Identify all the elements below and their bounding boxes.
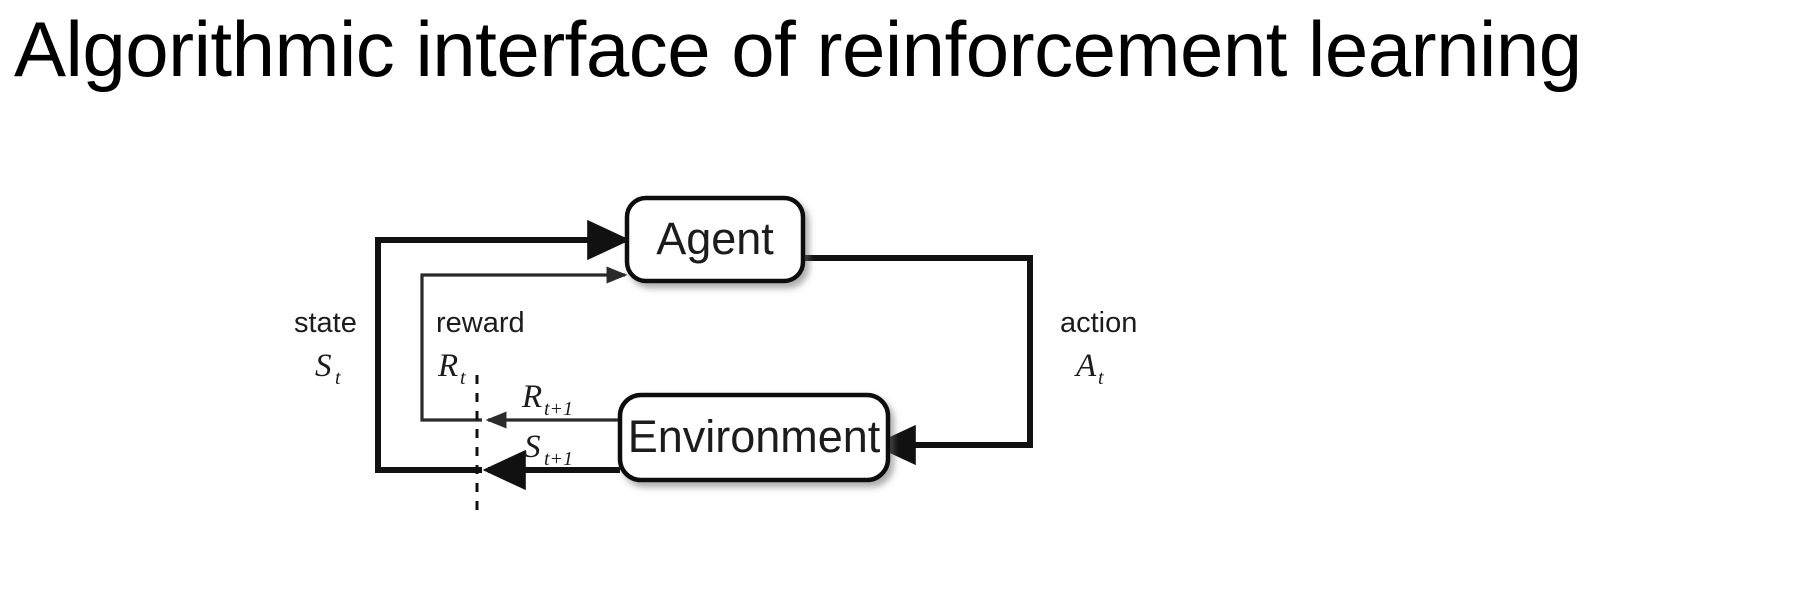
edge-state-to-agent	[375, 219, 631, 473]
action-symbol-subscript: t	[1098, 367, 1104, 389]
node-agent[interactable]: Agent	[624, 195, 806, 284]
label-reward-next: R t+1	[521, 379, 573, 420]
page-title: Algorithmic interface of reinforcement l…	[14, 5, 1582, 93]
environment-label: Environment	[628, 411, 881, 462]
rl-loop-diagram: Agent Environment state S t reward R t	[270, 180, 1390, 580]
reward-next-symbol: R	[521, 379, 542, 415]
state-word: state	[294, 307, 357, 339]
edge-action-to-environment	[800, 255, 1033, 466]
node-environment[interactable]: Environment	[617, 392, 891, 483]
reward-word: reward	[436, 307, 525, 339]
reward-symbol-subscript: t	[460, 367, 466, 389]
state-next-symbol: S	[524, 429, 541, 465]
label-state-next: S t+1	[524, 429, 573, 470]
edge-reward-to-agent	[420, 266, 628, 422]
state-symbol: S	[315, 348, 332, 384]
action-word: action	[1060, 307, 1137, 339]
agent-box[interactable]	[624, 195, 806, 284]
action-symbol: A	[1074, 348, 1097, 384]
reward-symbol: R	[437, 348, 458, 384]
label-action: action A t	[1060, 307, 1137, 389]
agent-label: Agent	[656, 213, 774, 264]
reward-next-subscript: t+1	[544, 398, 573, 420]
state-symbol-subscript: t	[335, 367, 341, 389]
label-reward: reward R t	[436, 307, 525, 389]
environment-box[interactable]	[617, 392, 891, 483]
label-state: state S t	[294, 307, 357, 389]
state-next-subscript: t+1	[544, 448, 573, 470]
rl-diagram-svg: Agent Environment state S t reward R t	[294, 195, 1137, 510]
